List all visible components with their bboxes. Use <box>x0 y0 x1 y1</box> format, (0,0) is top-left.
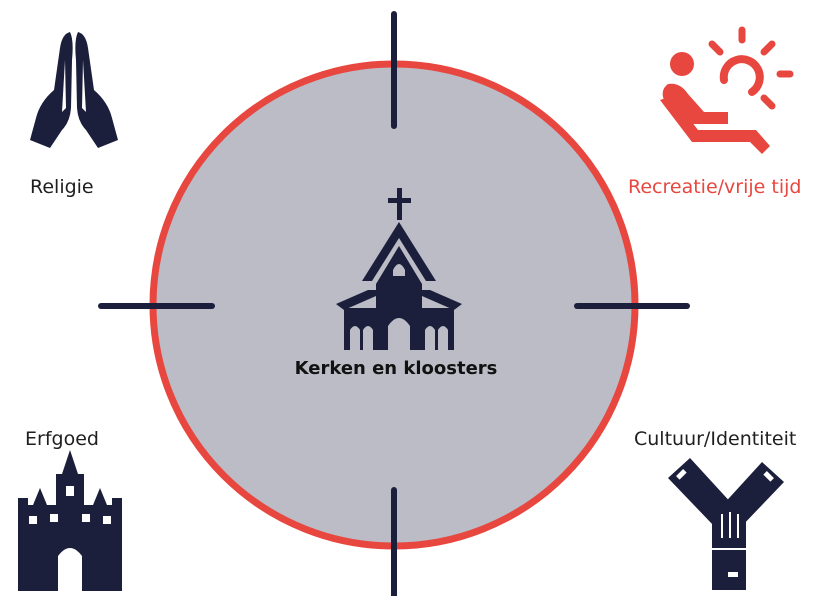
center-label: Kerken en kloosters <box>294 358 498 379</box>
cultuur-label: Cultuur/Identiteit <box>634 428 797 450</box>
relaxing-in-sun-icon <box>660 26 794 154</box>
praying-hands-icon <box>30 32 118 148</box>
recreatie-label: Recreatie/vrije tijd <box>628 176 802 198</box>
erfgoed-label: Erfgoed <box>25 428 99 450</box>
joined-hands-icon <box>668 458 784 590</box>
castle-icon <box>18 450 122 591</box>
religie-label: Religie <box>30 176 94 198</box>
church-icon <box>336 188 462 350</box>
